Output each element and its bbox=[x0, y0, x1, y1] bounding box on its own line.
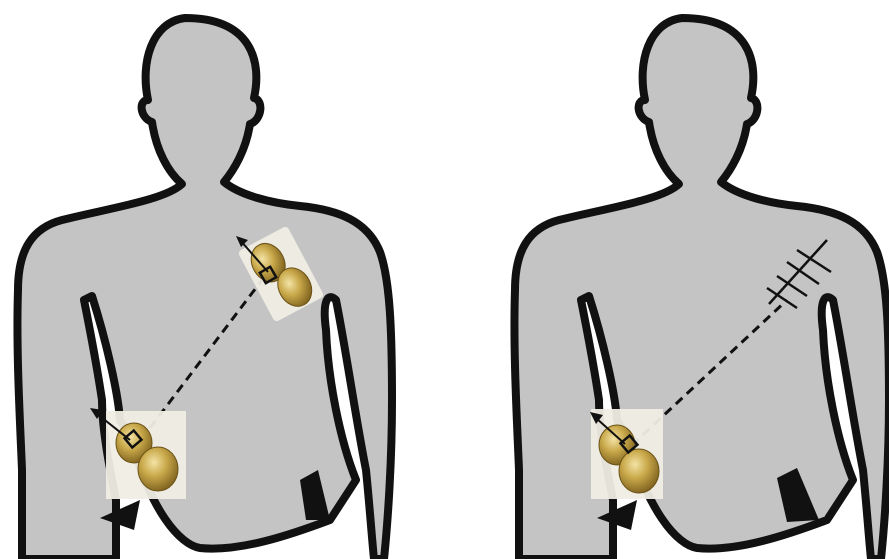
right-torso-silhouette bbox=[514, 18, 889, 559]
left-torso-silhouette bbox=[17, 18, 392, 559]
lower-torso-antenna-left bbox=[106, 411, 186, 499]
left-panel bbox=[17, 18, 392, 559]
right-panel bbox=[514, 18, 889, 559]
